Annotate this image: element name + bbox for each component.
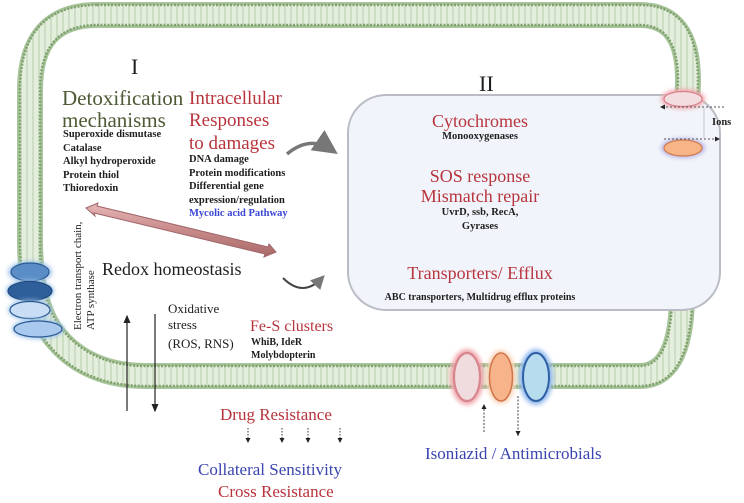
isoniazid-antimicrobials-label: Isoniazid / Antimicrobials [425,444,602,463]
electron-transport-proteins [6,261,64,339]
transporters-sub: ABC transporters, Multidrug efflux prote… [384,292,576,303]
transporters-title: Transporters/ Efflux [407,263,553,283]
cross-resistance-label: Cross Resistance [218,482,334,501]
intracellular-item: expression/regulation [189,194,285,206]
electron-transport-line2: ATP synthase [85,270,97,330]
intracellular-title-line3: to damages [189,133,276,154]
fes-clusters-title: Fe-S clusters [250,318,334,335]
intracellular-item: DNA damage [189,154,249,165]
mycolic-acid-pathway: Mycolic acid Pathway [189,208,288,220]
detox-item: Protein thiol [63,169,120,181]
section-label-ii: II [479,71,494,96]
sos-response-title: SOS response [429,166,531,186]
cytochromes-title: Cytochromes [432,111,528,131]
ion-channel-proteins [660,89,724,158]
detox-item: Alkyl hydroperoxide [63,156,156,168]
curved-arrow-top [285,130,338,156]
intracellular-title-line1: Intracellular [189,88,282,109]
sos-sub-line1: UvrD, ssb, RecA, [441,207,519,218]
detox-items: Superoxide dismutase Catalase Alkyl hydr… [63,128,161,196]
detox-item: Catalase [63,142,102,154]
oxidative-stress-line1: Oxidative [168,301,220,316]
detox-title-line2: mechanisms [62,108,166,132]
detox-item: Superoxide dismutase [63,129,162,140]
drug-resistance-label: Drug Resistance [220,405,332,424]
double-headed-arrow [85,202,277,258]
detox-item: Thioredoxin [63,183,119,195]
electron-transport-label: Electron transport chain, ATP synthase [72,222,98,330]
ions-label: Ions [712,117,732,128]
oxidative-stress-line2: stress [168,317,197,332]
section-label-i: I [131,54,139,79]
fes-item: Molybdopterin [251,350,316,361]
intracellular-title-line2: Responses [189,110,270,131]
detox-title-line1: Detoxification [62,86,184,110]
curved-arrow-bottom [282,275,325,291]
cell-membrane [17,2,702,389]
fes-clusters-items: WhiB, IdeR Molybdopterin [251,336,315,362]
cytochromes-sub: Monooxygenases [442,131,518,142]
box-section-ii [347,94,721,311]
efflux-transporters [450,349,553,436]
redox-homeostasis-label: Redox homeostasis [102,259,242,279]
intracellular-item: Protein modifications [189,167,286,179]
oxidative-stress-line3: (ROS, RNS) [168,336,234,351]
electron-transport-line1: Electron transport chain, [72,221,84,330]
drug-resistance-arrows [245,428,343,443]
sos-sub-line2: Gyrases [461,221,499,232]
intracellular-items: DNA damage Protein modifications Differe… [189,153,288,221]
intracellular-item: Differential gene [189,181,264,193]
mismatch-repair-title: Mismatch repair [420,186,540,206]
collateral-sensitivity-label: Collateral Sensitivity [198,460,343,479]
fes-item: WhiB, IdeR [251,337,303,348]
